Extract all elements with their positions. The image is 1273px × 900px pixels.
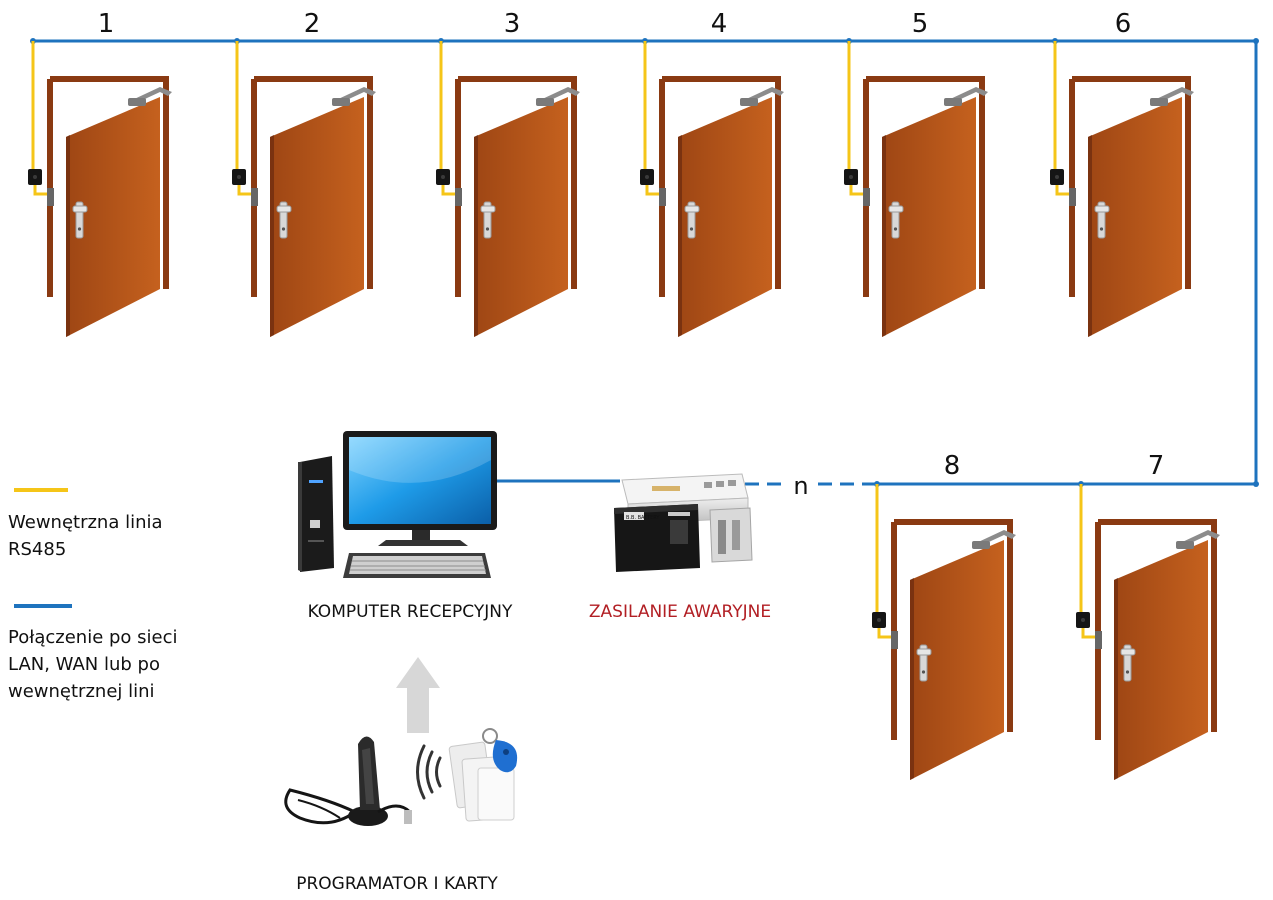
door-number-3: 3 — [504, 9, 521, 39]
n-more-doors-label: n — [793, 472, 808, 500]
door-number-5: 5 — [912, 9, 929, 39]
programmer-label: PROGRAMATOR I KARTY — [296, 874, 498, 894]
door-4 — [640, 41, 784, 337]
door-number-1: 1 — [98, 9, 115, 39]
rfid-cards-icon — [448, 741, 515, 822]
arrow-up-icon — [396, 657, 440, 733]
wireless-signal-icon — [416, 744, 442, 800]
door-number-2: 2 — [304, 9, 321, 39]
door-number-4: 4 — [711, 9, 728, 39]
legend-lan-line-3: wewnętrznej lini — [8, 681, 155, 702]
door-number-8: 8 — [944, 451, 961, 481]
legend-rs485-line-1: Wewnętrzna linia — [8, 512, 163, 533]
door-8 — [872, 484, 1016, 780]
legend-lan-line-1: Połączenie po sieci — [8, 627, 178, 648]
battery-brand-text: B.B. BATTERY — [626, 515, 660, 521]
legend: Wewnętrzna linia RS485 Połączenie po sie… — [8, 488, 178, 702]
door-number-6: 6 — [1115, 9, 1132, 39]
computer-label: KOMPUTER RECEPCYJNY — [308, 602, 513, 622]
door-7 — [1076, 484, 1220, 780]
programmer-and-cards: PROGRAMATOR I KARTY — [284, 657, 518, 894]
door-1 — [28, 41, 172, 337]
key-fob-icon — [482, 728, 518, 773]
power-supply-label: ZASILANIE AWARYJNE — [589, 602, 771, 622]
door-3 — [436, 41, 580, 337]
door-2 — [232, 41, 376, 337]
legend-lan-line-2: LAN, WAN lub po — [8, 654, 160, 675]
door-number-7: 7 — [1148, 451, 1165, 481]
keyboard-icon — [343, 553, 491, 578]
card-reader-icon — [284, 736, 412, 826]
door-6 — [1050, 41, 1194, 337]
legend-rs485-line-2: RS485 — [8, 539, 66, 560]
pc-tower-icon — [298, 456, 334, 572]
reception-computer: KOMPUTER RECEPCYJNY — [298, 431, 513, 622]
monitor-icon — [343, 431, 497, 546]
door-5 — [844, 41, 988, 337]
emergency-power-supply: B.B. BATTERY ZASILANIE AWARYJNE — [589, 473, 771, 622]
battery-icon: B.B. BATTERY — [614, 504, 700, 572]
